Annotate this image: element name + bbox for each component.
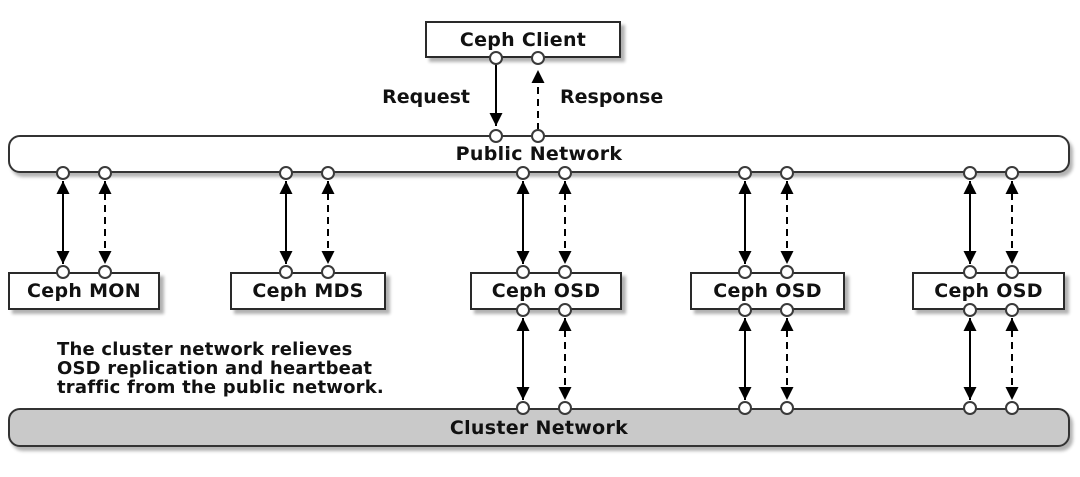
cluster-network-label: Cluster Network [449, 416, 629, 439]
ceph-osd-2-label: Ceph OSD [713, 280, 822, 302]
ceph-osd-box-3: Ceph OSD [912, 272, 1065, 310]
ceph-client-box: Ceph Client [425, 21, 621, 58]
ceph-mds-box: Ceph MDS [230, 272, 386, 310]
ceph-osd-box-1: Ceph OSD [470, 272, 622, 310]
cluster-network-note: The cluster network relieves OSD replica… [57, 340, 384, 397]
public-network-label: Public Network [455, 143, 623, 165]
osd-cluster-links [516, 318, 1019, 400]
public-network-bar: Public Network [8, 135, 1070, 173]
ceph-osd-box-2: Ceph OSD [690, 272, 845, 310]
ceph-mon-label: Ceph MON [27, 280, 141, 302]
response-label: Response [560, 86, 664, 108]
note-line-3: traffic from the public network. [57, 377, 384, 398]
client-public-links [489, 64, 545, 130]
note-line-2: OSD replication and heartbeat [57, 358, 373, 379]
ceph-osd-3-label: Ceph OSD [934, 280, 1043, 302]
ceph-client-label: Ceph Client [459, 28, 587, 51]
cluster-network-bar: Cluster Network [8, 408, 1070, 447]
note-line-1: The cluster network relieves [57, 339, 353, 360]
request-label: Request [382, 86, 470, 108]
ceph-mds-label: Ceph MDS [252, 280, 364, 302]
public-node-links [56, 181, 1019, 264]
ceph-mon-box: Ceph MON [8, 272, 160, 310]
ceph-osd-1-label: Ceph OSD [491, 280, 601, 302]
